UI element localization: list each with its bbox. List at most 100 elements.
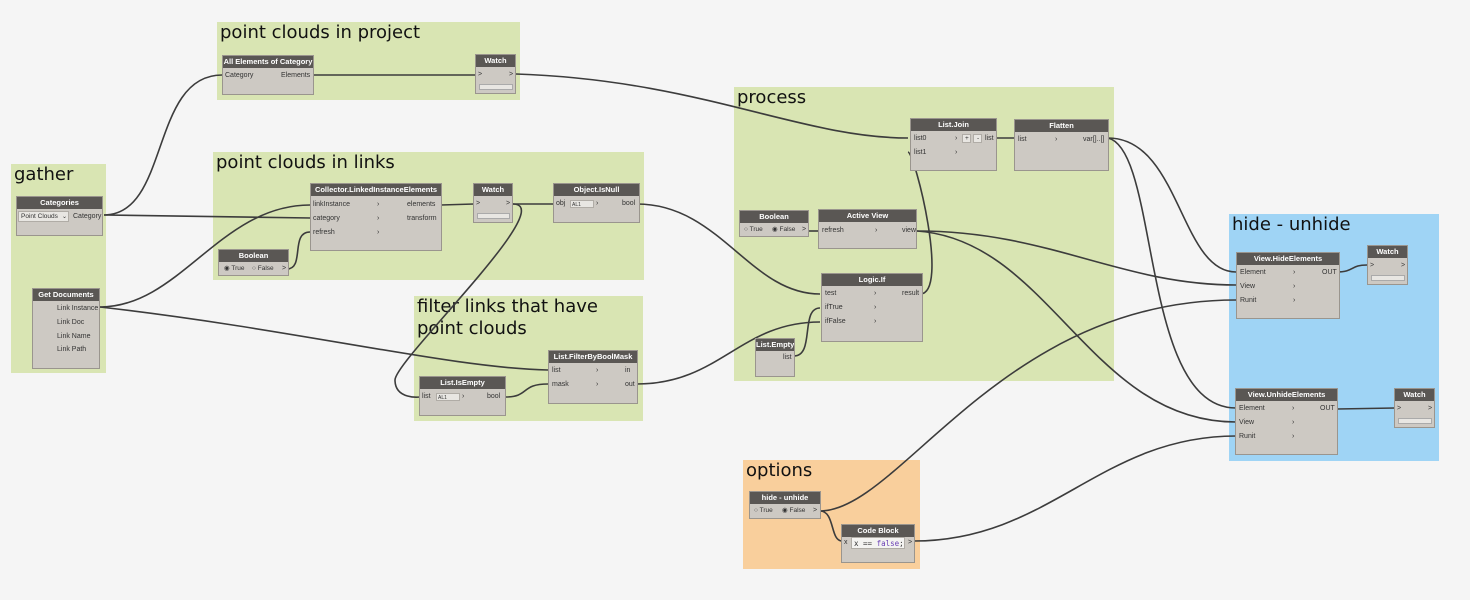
chevron-right-icon: ›: [874, 318, 877, 325]
node-title: View.HideElements: [1237, 253, 1339, 265]
output-port[interactable]: in: [625, 367, 631, 374]
radio-false[interactable]: ◉ False: [772, 226, 796, 233]
lacing-field[interactable]: AL1: [436, 393, 460, 401]
input-port[interactable]: >: [1397, 405, 1402, 412]
input-port[interactable]: linkInstance: [313, 201, 350, 208]
wire: [916, 230, 1237, 286]
list-isempty-node[interactable]: List.IsEmpty list AL1 › bool: [419, 376, 506, 416]
output-port[interactable]: >: [506, 200, 511, 207]
input-port-refresh[interactable]: refresh: [822, 227, 844, 234]
radio-true[interactable]: ○ True: [744, 226, 763, 233]
watch-node[interactable]: Watch > >: [1394, 388, 1435, 428]
node-title: hide - unhide: [750, 492, 820, 504]
output-port[interactable]: >: [1401, 262, 1406, 269]
input-port[interactable]: category: [313, 215, 340, 222]
output-port[interactable]: >: [509, 71, 514, 78]
add-input-button[interactable]: +: [962, 134, 971, 143]
output-port[interactable]: >: [282, 265, 287, 272]
output-port-out[interactable]: OUT: [1320, 405, 1335, 412]
input-port[interactable]: ifTrue: [825, 304, 843, 311]
boolean-node[interactable]: Boolean ○ True ◉ False >: [739, 210, 809, 237]
chevron-right-icon: ›: [874, 304, 877, 311]
radio-false[interactable]: ◉ False: [782, 507, 806, 514]
output-port[interactable]: >: [908, 539, 913, 546]
list-empty-node[interactable]: List.Empty list: [755, 338, 795, 377]
output-port[interactable]: elements: [407, 201, 436, 208]
input-port[interactable]: mask: [552, 381, 569, 388]
watch-node[interactable]: Watch > >: [473, 183, 513, 223]
wire: [636, 321, 821, 385]
input-port[interactable]: list: [552, 367, 561, 374]
input-port-list[interactable]: list: [1018, 136, 1027, 143]
output-port-result[interactable]: result: [902, 290, 920, 297]
radio-true[interactable]: ○ True: [754, 507, 773, 514]
output-port[interactable]: >: [1428, 405, 1433, 412]
chevron-right-icon: ›: [1055, 136, 1058, 143]
input-port-x[interactable]: x: [844, 539, 848, 546]
input-port-list[interactable]: list: [422, 393, 431, 400]
remove-input-button[interactable]: -: [973, 134, 982, 143]
input-port[interactable]: Runit: [1240, 297, 1257, 304]
code-editor[interactable]: x == false;: [851, 537, 905, 549]
input-port[interactable]: Element: [1240, 269, 1266, 276]
output-port-bool[interactable]: bool: [622, 200, 636, 207]
node-title: Boolean: [219, 250, 288, 262]
watch-node[interactable]: Watch > >: [475, 54, 516, 94]
input-port[interactable]: Element: [1239, 405, 1265, 412]
all-elements-of-category-node[interactable]: All Elements of Category Category Elemen…: [222, 55, 314, 95]
input-port-category[interactable]: Category: [225, 72, 254, 79]
radio-label: True: [749, 226, 763, 233]
radio-false[interactable]: ○ False: [252, 265, 274, 272]
collector-linked-instance-elements-node[interactable]: Collector.LinkedInstanceElements linkIns…: [310, 183, 442, 251]
input-port[interactable]: refresh: [313, 229, 335, 236]
output-port-elements[interactable]: Elements: [281, 72, 311, 79]
category-dropdown[interactable]: Point Clouds ⌄: [18, 211, 69, 222]
output-port[interactable]: Link Path: [57, 346, 87, 353]
output-port[interactable]: >: [813, 507, 818, 514]
output-port[interactable]: Link Name: [57, 333, 91, 340]
output-port-list[interactable]: list: [985, 135, 994, 142]
object-isnull-node[interactable]: Object.IsNull obj AL1 › bool: [553, 183, 640, 223]
list-join-node[interactable]: List.Join list0 list1 › › + - list: [910, 118, 997, 171]
output-port[interactable]: >: [802, 226, 807, 233]
active-view-node[interactable]: Active View refresh › view: [818, 209, 917, 249]
output-port[interactable]: transform: [407, 215, 437, 222]
logic-if-node[interactable]: Logic.If test ifTrue ifFalse › › › resul…: [821, 273, 923, 342]
input-port[interactable]: >: [476, 200, 481, 207]
list-filterbyboolmask-node[interactable]: List.FilterByBoolMask list mask › › in o…: [548, 350, 638, 404]
input-port[interactable]: list1: [914, 149, 927, 156]
boolean-node[interactable]: Boolean ◉ True ○ False >: [218, 249, 289, 276]
categories-node[interactable]: Categories Point Clouds ⌄ Category: [16, 196, 103, 236]
flatten-node[interactable]: Flatten list › var[]..[]: [1014, 119, 1109, 171]
get-documents-node[interactable]: Get Documents Link Instance Link Doc Lin…: [32, 288, 100, 369]
node-title: Flatten: [1015, 120, 1108, 132]
view-hideelements-node[interactable]: View.HideElements Element View Runit › ›…: [1236, 252, 1340, 319]
output-port-category[interactable]: Category: [73, 213, 102, 220]
view-unhideelements-node[interactable]: View.UnhideElements Element View Runit ›…: [1235, 388, 1338, 455]
input-port[interactable]: list0: [914, 135, 927, 142]
input-port[interactable]: View: [1240, 283, 1256, 290]
output-port-list[interactable]: list: [783, 354, 792, 361]
output-port-out[interactable]: OUT: [1322, 269, 1337, 276]
radio-true[interactable]: ◉ True: [224, 265, 245, 272]
output-port[interactable]: Link Doc: [57, 319, 85, 326]
input-port[interactable]: >: [1370, 262, 1375, 269]
input-port[interactable]: ifFalse: [825, 318, 846, 325]
output-port[interactable]: out: [625, 381, 635, 388]
input-port-obj[interactable]: obj: [556, 200, 566, 207]
node-title: List.FilterByBoolMask: [549, 351, 637, 363]
wire: [504, 383, 549, 398]
output-port[interactable]: var[]..[]: [1083, 136, 1105, 143]
lacing-field[interactable]: AL1: [570, 200, 594, 208]
output-port-view[interactable]: view: [902, 227, 917, 234]
hide-unhide-toggle-node[interactable]: hide - unhide ○ True ◉ False >: [749, 491, 821, 519]
input-port[interactable]: View: [1239, 419, 1255, 426]
input-port[interactable]: >: [478, 71, 483, 78]
minus-icon: -: [977, 135, 980, 142]
input-port[interactable]: Runit: [1239, 433, 1256, 440]
output-port[interactable]: Link Instance: [57, 305, 99, 312]
watch-node[interactable]: Watch > >: [1367, 245, 1408, 285]
input-port[interactable]: test: [825, 290, 837, 297]
output-port-bool[interactable]: bool: [487, 393, 501, 400]
code-block-node[interactable]: Code Block x x == false; >: [841, 524, 915, 563]
